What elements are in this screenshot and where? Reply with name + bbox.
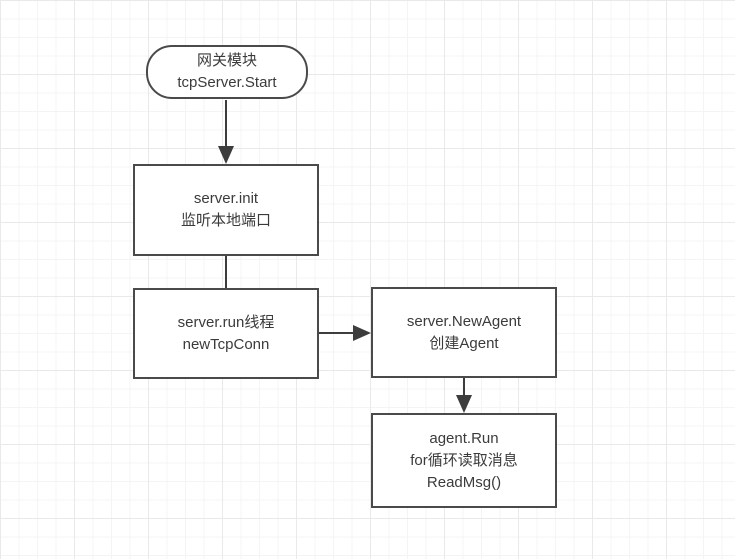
edge-start-to-init xyxy=(218,100,234,164)
node-agent-run[interactable]: agent.Run for循环读取消息 ReadMsg() xyxy=(371,413,557,508)
node-server-run[interactable]: server.run线程 newTcpConn xyxy=(133,288,319,379)
node-start[interactable]: 网关模块 tcpServer.Start xyxy=(146,45,308,99)
node-server-newagent[interactable]: server.NewAgent 创建Agent xyxy=(371,287,557,378)
node-server-init[interactable]: server.init 监听本地端口 xyxy=(133,164,319,256)
edge-newagent-to-agentrun xyxy=(456,378,472,413)
edge-run-to-newagent xyxy=(319,325,371,341)
